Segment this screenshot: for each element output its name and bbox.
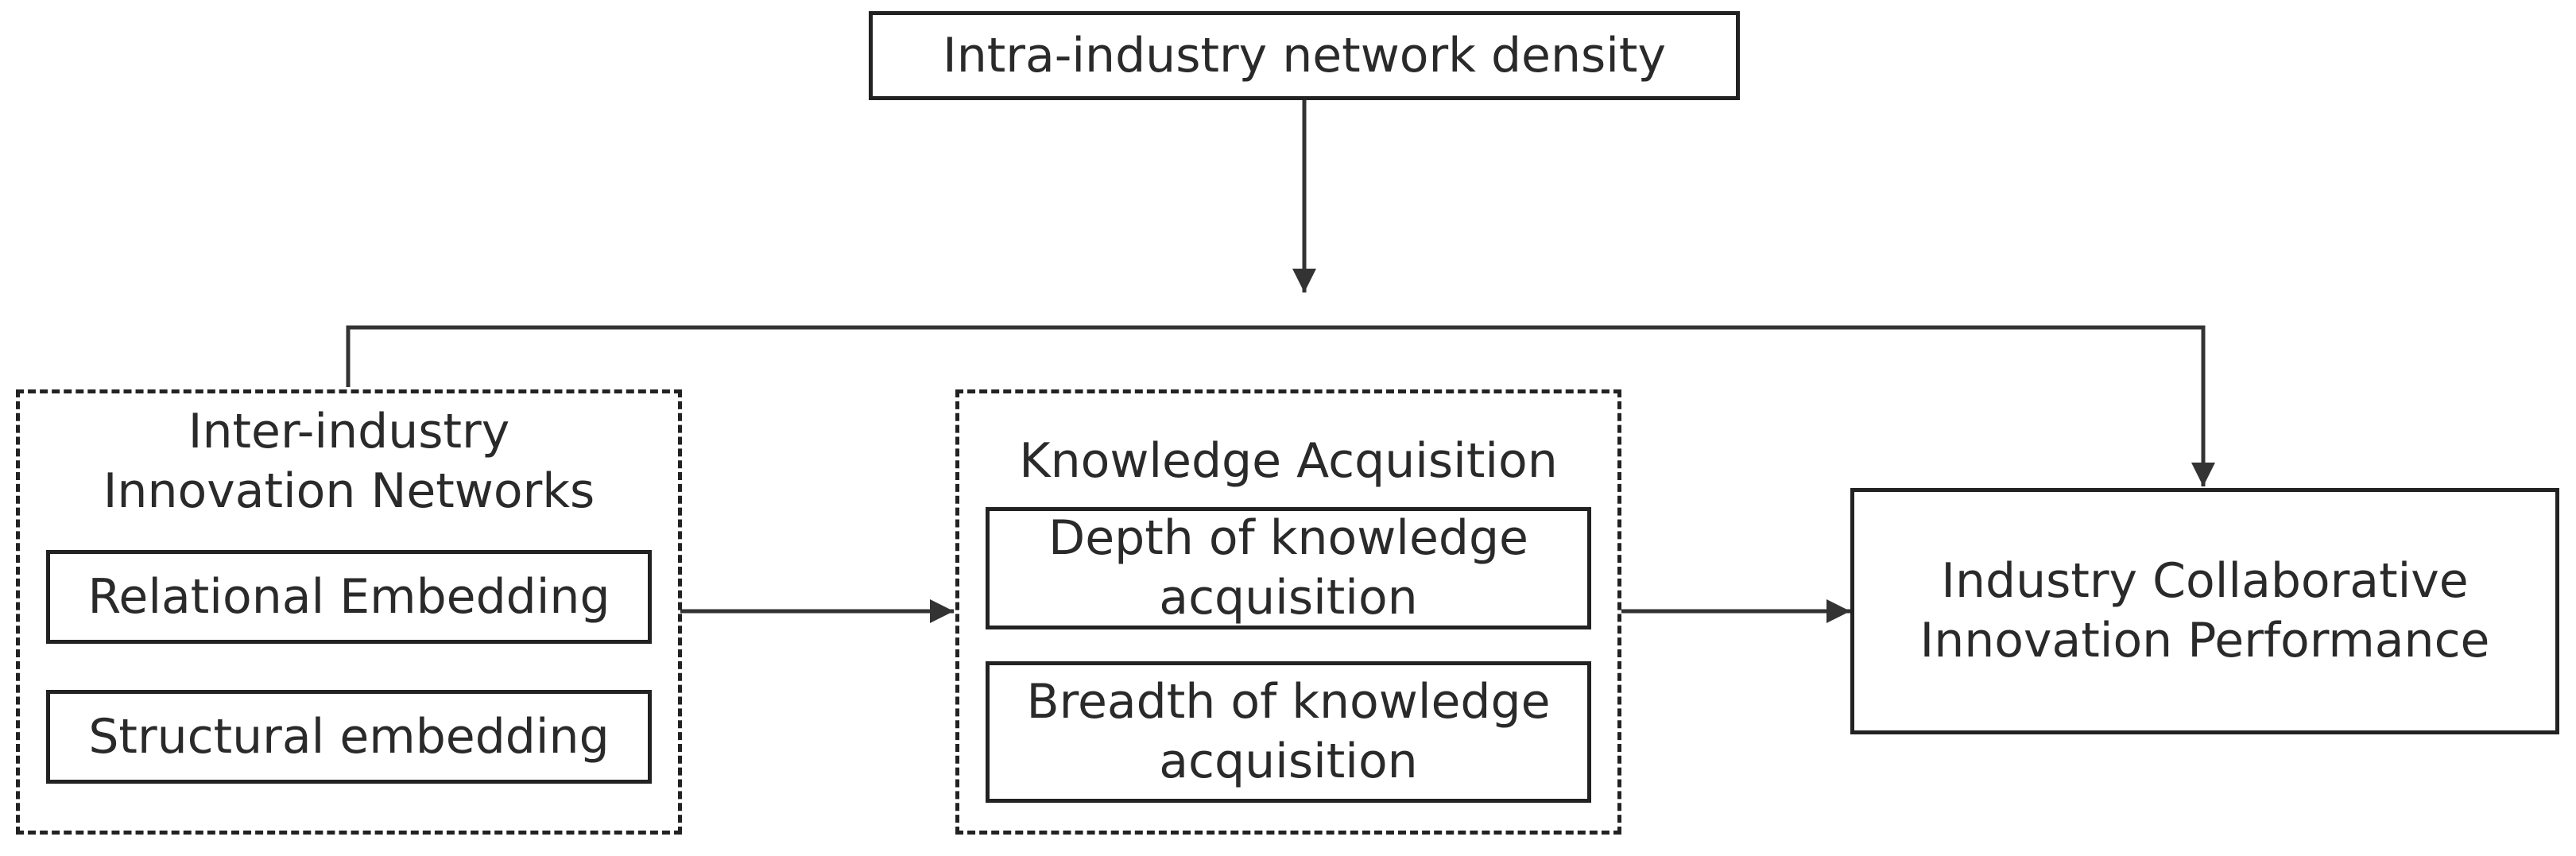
structural-embedding-box: Structural embedding xyxy=(46,690,652,784)
relational-embedding-label: Relational Embedding xyxy=(87,568,610,625)
intra-industry-density-label: Intra-industry network density xyxy=(943,27,1666,83)
structural-embedding-label: Structural embedding xyxy=(88,708,610,765)
breadth-label-line1: Breadth of knowledge xyxy=(1026,674,1551,730)
breadth-of-knowledge-box: Breadth of knowledge acquisition xyxy=(986,661,1591,803)
depth-of-knowledge-box: Depth of knowledge acquisition xyxy=(986,507,1591,629)
collaborative-innovation-performance-box: Industry Collaborative Innovation Perfor… xyxy=(1850,488,2559,734)
relational-embedding-box: Relational Embedding xyxy=(46,550,652,644)
performance-label-line1: Industry Collaborative xyxy=(1941,553,2469,609)
knowledge-acquisition-group xyxy=(955,389,1621,835)
intra-industry-density-box: Intra-industry network density xyxy=(869,11,1740,100)
inter-industry-group xyxy=(16,389,682,835)
depth-label-line2: acquisition xyxy=(1159,570,1418,626)
performance-label-line2: Innovation Performance xyxy=(1919,613,2490,668)
inter-industry-group-title: Inter-industry Innovation Networks xyxy=(16,402,682,521)
breadth-label-line2: acquisition xyxy=(1159,734,1418,789)
direct-effect-arrow xyxy=(346,325,2215,486)
inter-industry-title-line1: Inter-industry xyxy=(188,404,510,459)
inter-industry-title-line2: Innovation Networks xyxy=(103,463,595,519)
knowledge-acquisition-title: Knowledge Acquisition xyxy=(1019,433,1558,489)
depth-label-line1: Depth of knowledge xyxy=(1048,510,1528,566)
